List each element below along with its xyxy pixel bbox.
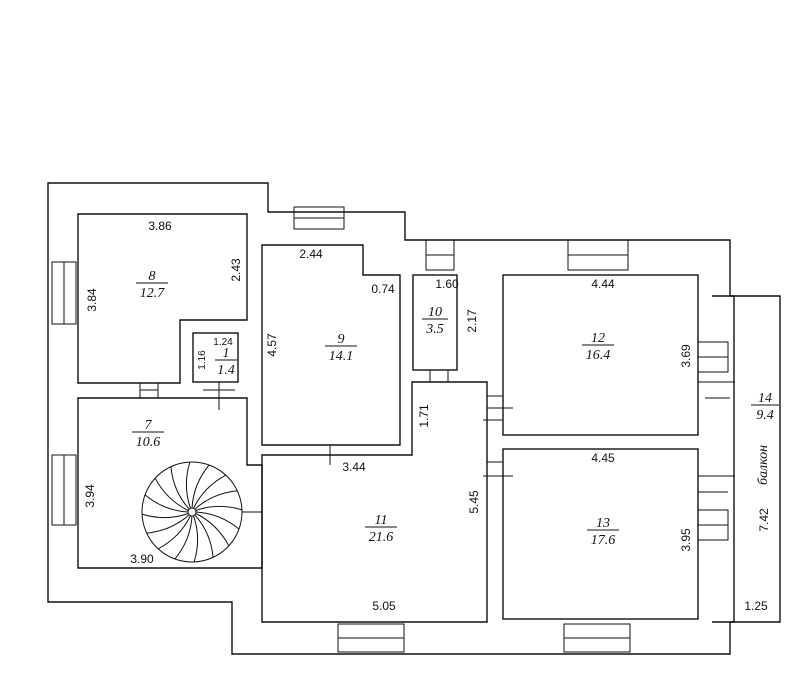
dim-r8-width: 3.86	[148, 219, 172, 233]
stair-step	[154, 477, 189, 511]
balcony-outline	[712, 295, 735, 623]
room-9-outline	[261, 244, 401, 446]
svg-text:10: 10	[428, 305, 442, 320]
dim-r8-height: 3.84	[85, 288, 99, 312]
stair-step	[195, 511, 240, 530]
room-label-10: 10 3.5	[422, 305, 448, 337]
stair-step	[195, 505, 243, 511]
svg-text:14.1: 14.1	[329, 349, 354, 364]
dim-r12-width: 4.44	[591, 277, 615, 291]
dim-r9-step: 0.74	[371, 282, 395, 296]
dim-r7-height: 3.94	[83, 484, 97, 508]
stair-step	[191, 464, 210, 509]
svg-text:16.4: 16.4	[586, 348, 611, 363]
svg-text:9.4: 9.4	[756, 408, 774, 423]
room-label-12: 12 16.4	[582, 331, 614, 363]
svg-text:9: 9	[338, 332, 345, 347]
dim-balcony-length: 7.42	[757, 508, 771, 532]
stair-step	[144, 494, 189, 513]
stair-step	[185, 461, 191, 509]
room-label-11: 11 21.6	[365, 513, 397, 545]
stair-step	[193, 515, 199, 563]
room-label-9: 9 14.1	[325, 332, 357, 364]
room-1-outline	[192, 332, 239, 383]
room-11-outline	[261, 381, 488, 623]
room-label-1: 1 1.4	[215, 346, 237, 378]
stair-step	[170, 466, 190, 510]
stair-step	[174, 515, 193, 560]
room-10-outline	[412, 274, 458, 371]
dim-r13-height: 3.95	[679, 528, 693, 552]
stair-step	[157, 515, 191, 550]
room-label-13: 13 17.6	[587, 516, 619, 548]
stair-step	[194, 490, 238, 510]
svg-text:1.4: 1.4	[217, 363, 235, 378]
outer-wall	[47, 182, 781, 655]
svg-text:21.6: 21.6	[369, 530, 394, 545]
room-label-7: 7 10.6	[132, 418, 164, 450]
dim-r12-height: 3.69	[679, 344, 693, 368]
svg-text:12.7: 12.7	[140, 286, 166, 301]
dim-hall-height: 5.45	[467, 490, 481, 514]
dim-r1-height: 1.16	[197, 350, 208, 370]
stair-step	[194, 514, 214, 558]
dim-hall-width: 5.05	[372, 599, 396, 613]
spiral-staircase	[141, 461, 262, 563]
svg-text:8: 8	[149, 269, 156, 284]
svg-text:10.6: 10.6	[136, 435, 161, 450]
svg-text:11: 11	[375, 513, 388, 528]
dim-r10-width: 1.60	[435, 277, 459, 291]
stair-step	[195, 513, 230, 547]
dim-r13-width: 4.45	[591, 451, 615, 465]
stair-step	[193, 474, 227, 509]
svg-text:3.5: 3.5	[425, 322, 444, 337]
room-7-outline	[77, 397, 263, 569]
svg-text:7: 7	[145, 418, 153, 433]
svg-text:17.6: 17.6	[591, 533, 616, 548]
svg-text:1: 1	[223, 346, 230, 361]
svg-text:12: 12	[591, 331, 605, 346]
dim-hall-short: 1.71	[417, 404, 431, 428]
dim-r9-side: 4.57	[265, 333, 279, 357]
stair-step	[141, 513, 189, 519]
balcony-label: балкон	[756, 445, 771, 485]
dim-r9-top: 2.44	[299, 247, 323, 261]
dim-r7-width: 3.90	[130, 552, 154, 566]
room-label-8: 8 12.7	[136, 269, 168, 301]
dim-r9-bottom: 3.44	[342, 460, 366, 474]
dim-r1-width: 1.24	[213, 337, 233, 348]
room-8-outline	[77, 213, 248, 384]
room-label-14: 14 9.4	[751, 391, 779, 423]
svg-text:14: 14	[758, 391, 772, 406]
stair-step	[146, 514, 190, 534]
dim-balcony-width: 1.25	[744, 599, 768, 613]
dim-r8-inner: 2.43	[229, 258, 243, 282]
dim-r10-height: 2.17	[465, 309, 479, 333]
svg-text:13: 13	[596, 516, 610, 531]
door-markers	[139, 370, 735, 493]
